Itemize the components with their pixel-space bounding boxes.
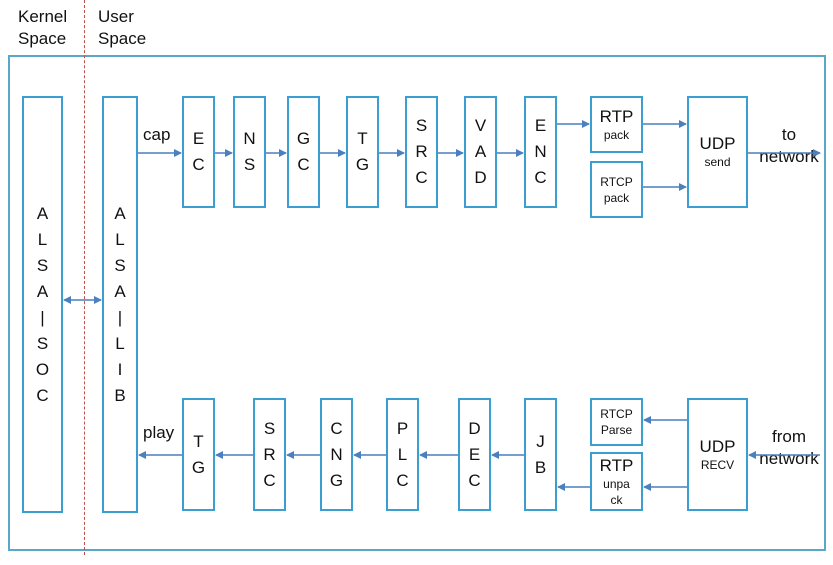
enc-block: E N C [524, 96, 557, 208]
ns-label: N S [243, 129, 256, 174]
tg-capture-label: T G [355, 129, 370, 174]
cng-label: C N G [329, 418, 344, 490]
plc-block: P L C [386, 398, 419, 511]
dec-label: D E C [468, 418, 481, 490]
udp-recv-sub: RECV [700, 457, 735, 472]
user-space-label: User Space [98, 7, 147, 48]
udp-send-sub: send [704, 155, 731, 169]
ec-block: E C [182, 96, 215, 208]
kernel-user-divider [84, 0, 85, 555]
enc-label: E N C [534, 116, 547, 187]
src-play-label: S R C [263, 418, 276, 490]
to-network-label: to network [759, 125, 819, 166]
src-capture-block: S R C [405, 96, 438, 208]
cap-label: cap [143, 125, 171, 144]
ec-label: E C [192, 129, 205, 174]
jb-block: J B [524, 398, 557, 511]
play-label: play [143, 423, 175, 442]
rtcp-pack-block: RTCP pack [590, 161, 643, 218]
tg-play-label: T G [191, 431, 206, 477]
rtcp-pack-label: RTCP pack [600, 174, 633, 205]
diagram-frame [8, 55, 826, 551]
alsa-lib-label: A L S A | L I B [114, 203, 126, 405]
udp-send-block: UDP send [687, 96, 748, 208]
plc-label: P L C [396, 418, 409, 490]
rtp-pack-title: RTP [599, 106, 634, 126]
src-capture-label: S R C [415, 116, 428, 187]
dec-block: D E C [458, 398, 491, 511]
gc-block: G C [287, 96, 320, 208]
tg-play-block: T G [182, 398, 215, 511]
src-play-block: S R C [253, 398, 286, 511]
jb-label: J B [534, 431, 547, 477]
rtcp-parse-block: RTCP Parse [590, 398, 643, 446]
alsa-soc-label: A L S A | S O C [35, 203, 50, 405]
alsa-soc-block: A L S A | S O C [22, 96, 63, 513]
vad-label: V A D [474, 116, 487, 187]
cng-block: C N G [320, 398, 353, 511]
ns-block: N S [233, 96, 266, 208]
rtp-unpack-sub: unpa ck [603, 476, 630, 507]
vad-block: V A D [464, 96, 497, 208]
rtcp-parse-label: RTCP Parse [600, 407, 633, 437]
rtp-pack-sub: pack [603, 127, 630, 142]
tg-capture-block: T G [346, 96, 379, 208]
kernel-space-label: Kernel Space [18, 7, 68, 48]
udp-recv-title: UDP [699, 436, 736, 456]
alsa-lib-block: A L S A | L I B [102, 96, 138, 513]
from-network-label: from network [759, 427, 819, 468]
gc-label: G C [296, 129, 311, 174]
rtp-unpack-title: RTP [599, 455, 634, 475]
udp-send-title: UDP [699, 134, 736, 153]
